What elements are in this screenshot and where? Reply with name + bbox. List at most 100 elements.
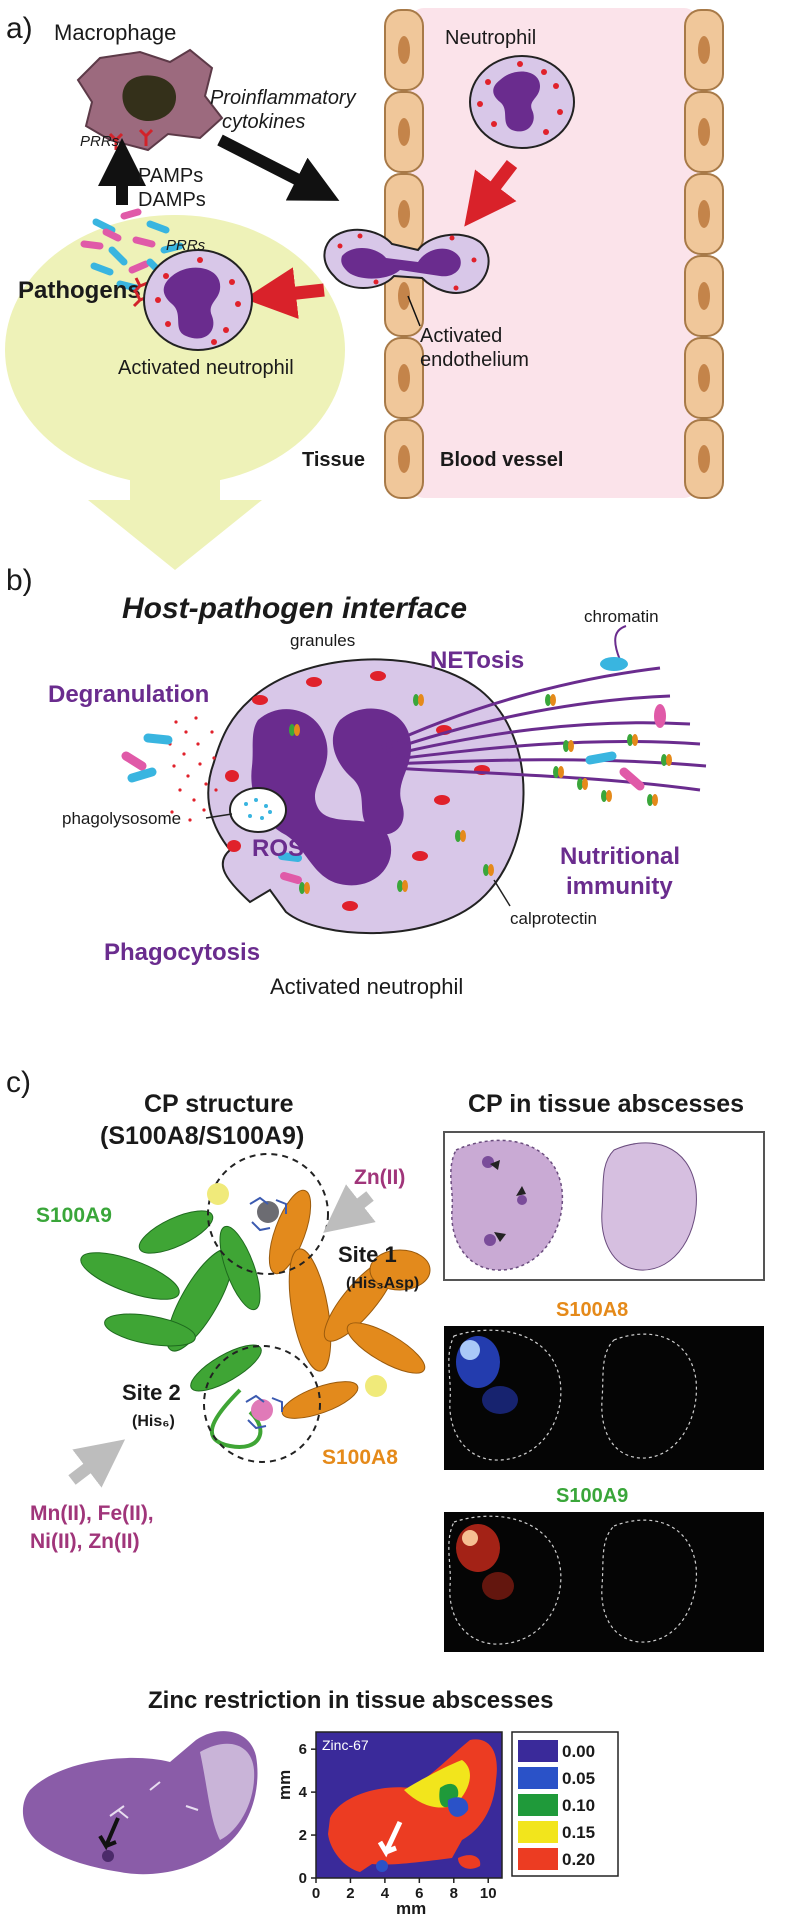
metal-ion-site2 xyxy=(251,1399,273,1421)
structure-title-1: CP structure xyxy=(144,1090,294,1118)
zinc-map-y-tick-label: 0 xyxy=(299,1870,307,1887)
neutrophil-label: Neutrophil xyxy=(445,27,536,49)
s100a9-tail xyxy=(209,1388,263,1449)
released-granule-dot xyxy=(170,810,174,814)
netosis-label: NETosis xyxy=(430,647,524,674)
endothelium-label-1: Activated xyxy=(420,325,502,347)
abscess-title: CP in tissue abscesses xyxy=(468,1090,744,1118)
engulfed-pathogens xyxy=(278,852,302,884)
phagolysosome-pointer xyxy=(205,813,233,819)
cytokines-label-1: Proinflammatory xyxy=(210,87,357,109)
nutritional-label-2: immunity xyxy=(566,873,673,900)
tissue-down-arrow xyxy=(88,478,262,570)
phagocytosis-label: Phagocytosis xyxy=(104,939,260,966)
protein-structure xyxy=(80,1153,431,1463)
site2-arrow xyxy=(68,1439,126,1488)
phagolysosome xyxy=(229,787,287,833)
tissue-label: Tissue xyxy=(302,449,365,471)
circulating-neutrophil xyxy=(469,55,575,149)
blood-vessel-label: Blood vessel xyxy=(440,449,563,471)
red-arrow-down xyxy=(464,160,518,227)
s100a9-label: S100A9 xyxy=(36,1204,112,1227)
s100a9-fluorescence-image xyxy=(444,1512,764,1652)
released-granule-dot xyxy=(210,730,214,734)
released-granule-dot xyxy=(192,798,196,802)
zinc-ion-site1 xyxy=(257,1201,279,1223)
panel-a: a) xyxy=(5,8,724,570)
released-granule-dot xyxy=(186,774,190,778)
cytokines-label-2: cytokines xyxy=(222,111,305,133)
s100a9-chain xyxy=(80,1210,262,1392)
s100a8-fluorescence-image xyxy=(444,1326,764,1470)
metals-label-1: Mn(II), Fe(II), xyxy=(30,1502,154,1525)
panel-c: c) CP structure (S100A8/S100A9) CP in ti… xyxy=(6,1066,765,1918)
released-granule-dot xyxy=(204,782,208,786)
zinc-map-arrow xyxy=(377,1820,403,1858)
metals-label-2: Ni(II), Zn(II) xyxy=(30,1530,140,1553)
zinc-map-abscess xyxy=(376,1860,388,1872)
nutritional-label-1: Nutritional xyxy=(560,843,680,870)
activated-neutrophil-label: Activated neutrophil xyxy=(118,357,294,379)
zinc-legend-label: 0.00 xyxy=(562,1742,595,1761)
calcium-ion-1 xyxy=(207,1183,229,1205)
site2-ligands: (His₆) xyxy=(132,1413,175,1430)
image-s100a8-label: S100A8 xyxy=(556,1299,628,1321)
site2-circle xyxy=(203,1345,321,1463)
site1-label: Site 1 xyxy=(338,1242,397,1267)
chromatin-pointer xyxy=(614,625,627,661)
zinc-map-x-tick-label: 6 xyxy=(415,1885,423,1902)
zinc-title: Zinc restriction in tissue abscesses xyxy=(148,1687,554,1714)
zn-site1-label: Zn(II) xyxy=(354,1166,405,1189)
released-granules xyxy=(168,716,218,822)
zinc-map-tissue-blue xyxy=(447,1797,469,1817)
pamps-label: PAMPs xyxy=(138,165,203,187)
degranulation-label: Degranulation xyxy=(48,681,209,708)
panel-b-title: Host-pathogen interface xyxy=(122,592,467,625)
image-s100a9-label: S100A9 xyxy=(556,1485,628,1507)
zinc-map-title: Zinc-67 xyxy=(322,1737,369,1753)
macrophage-cell xyxy=(76,48,224,152)
released-granule-dot xyxy=(212,756,216,760)
calprotectin-pointer xyxy=(493,879,511,907)
released-granule-dot xyxy=(182,752,186,756)
outside-pathogens-right xyxy=(585,751,645,791)
zinc-legend-swatch xyxy=(518,1821,558,1843)
zinc-map-y-label: mm xyxy=(275,1770,294,1800)
zn-site1-arrow xyxy=(323,1184,376,1233)
s100a8-chain xyxy=(268,1189,431,1419)
pathogen-cluster xyxy=(80,208,184,292)
released-granule-dot xyxy=(178,788,182,792)
endothelial-cells-right xyxy=(684,9,724,499)
chromatin-label: chromatin xyxy=(584,607,659,626)
panel-b-label: b) xyxy=(6,564,33,597)
zinc-map-x-tick-label: 4 xyxy=(381,1885,390,1902)
panel-a-label: a) xyxy=(6,12,33,45)
outside-calprotectin xyxy=(545,694,672,806)
zinc-map-x-tick-label: 0 xyxy=(312,1885,320,1902)
zinc-legend-swatch xyxy=(518,1794,558,1816)
outside-pathogens-left xyxy=(121,733,173,783)
zinc-map-x-tick-label: 2 xyxy=(346,1885,354,1902)
zinc-legend-label: 0.20 xyxy=(562,1850,595,1869)
zinc-map-frame xyxy=(315,1731,503,1879)
tissue-neutrophil xyxy=(143,249,253,351)
zinc-legend-label: 0.10 xyxy=(562,1796,595,1815)
released-granule-dot xyxy=(184,730,188,734)
calcium-ion-2 xyxy=(365,1375,387,1397)
zinc-legend-swatch xyxy=(518,1848,558,1870)
liver-histology xyxy=(22,1731,258,1875)
zinc-map-legend: 0.000.050.100.150.20 xyxy=(511,1731,619,1877)
calprotectin-label: calprotectin xyxy=(510,909,597,928)
panel-b-caption: Activated neutrophil xyxy=(270,974,463,999)
net-fibers xyxy=(379,666,707,792)
cytokines-arrow xyxy=(217,134,340,201)
endothelium-pointer xyxy=(407,295,421,327)
zinc-map-x-tick-label: 10 xyxy=(480,1885,497,1902)
released-granule-dot xyxy=(214,788,218,792)
zinc-map-y-tick-label: 6 xyxy=(299,1741,307,1758)
net-pathogen-pink xyxy=(654,704,666,728)
prrs-label-top: PRRs xyxy=(80,133,120,150)
histology-image xyxy=(443,1131,765,1281)
